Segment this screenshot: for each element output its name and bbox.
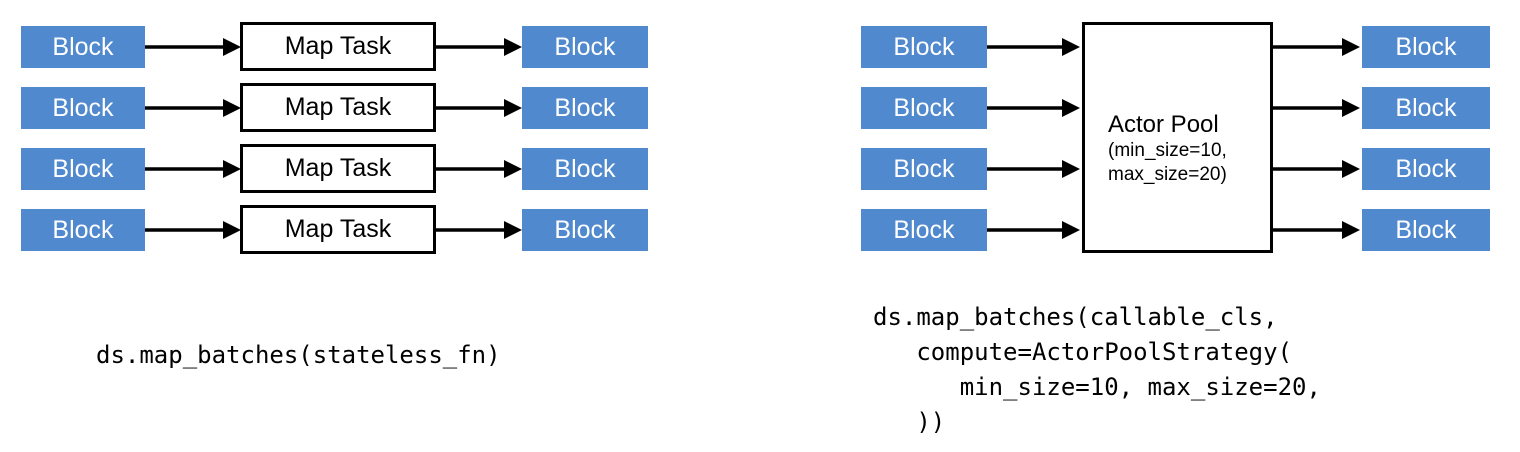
block-label: Block xyxy=(893,216,955,244)
arrow-left-in-2 xyxy=(145,99,241,117)
map-task-box-2: Map Task xyxy=(240,83,436,132)
left-input-block-1: Block xyxy=(21,26,145,68)
right-output-block-2: Block xyxy=(1362,87,1490,129)
map-task-box-4: Map Task xyxy=(240,205,436,254)
arrow-left-out-1 xyxy=(436,38,522,56)
actor-pool-box: Actor Pool (min_size=10, max_size=20) xyxy=(1082,22,1273,253)
arrow-right-in-1 xyxy=(987,38,1080,56)
block-label: Block xyxy=(1395,155,1457,183)
left-output-block-2: Block xyxy=(522,87,648,129)
arrow-left-out-4 xyxy=(436,221,522,239)
arrow-left-in-1 xyxy=(145,38,241,56)
right-output-block-1: Block xyxy=(1362,26,1490,68)
block-label: Block xyxy=(1395,94,1457,122)
arrow-right-out-1 xyxy=(1273,38,1360,56)
arrow-right-in-4 xyxy=(987,221,1080,239)
right-output-block-4: Block xyxy=(1362,209,1490,251)
right-input-block-2: Block xyxy=(861,87,987,129)
arrow-left-out-2 xyxy=(436,99,522,117)
map-task-box-1: Map Task xyxy=(240,22,436,71)
map-task-label: Map Task xyxy=(284,215,392,243)
map-task-box-3: Map Task xyxy=(240,144,436,193)
actor-pool-title: Actor Pool xyxy=(1108,111,1219,138)
arrow-right-in-3 xyxy=(987,160,1080,178)
block-label: Block xyxy=(893,33,955,61)
arrow-right-out-4 xyxy=(1273,221,1360,239)
arrow-left-in-3 xyxy=(145,160,241,178)
block-label: Block xyxy=(554,155,616,183)
right-output-block-3: Block xyxy=(1362,148,1490,190)
block-label: Block xyxy=(554,94,616,122)
arrow-right-in-2 xyxy=(987,99,1080,117)
block-label: Block xyxy=(554,33,616,61)
right-input-block-3: Block xyxy=(861,148,987,190)
arrow-left-in-4 xyxy=(145,221,241,239)
block-label: Block xyxy=(893,155,955,183)
block-label: Block xyxy=(893,94,955,122)
map-task-label: Map Task xyxy=(284,93,392,121)
block-label: Block xyxy=(1395,216,1457,244)
block-label: Block xyxy=(1395,33,1457,61)
arrow-right-out-2 xyxy=(1273,99,1360,117)
arrow-left-out-3 xyxy=(436,160,522,178)
block-label: Block xyxy=(52,216,114,244)
actor-pool-text-group: Actor Pool (min_size=10, max_size=20) xyxy=(1108,111,1227,187)
block-label: Block xyxy=(554,216,616,244)
left-input-block-2: Block xyxy=(21,87,145,129)
block-label: Block xyxy=(52,94,114,122)
left-caption-code: ds.map_batches(stateless_fn) xyxy=(96,341,501,369)
map-task-label: Map Task xyxy=(284,154,392,182)
left-input-block-4: Block xyxy=(21,209,145,251)
block-label: Block xyxy=(52,155,114,183)
arrow-right-out-3 xyxy=(1273,160,1360,178)
left-output-block-4: Block xyxy=(522,209,648,251)
right-input-block-4: Block xyxy=(861,209,987,251)
actor-pool-min-size: (min_size=10, xyxy=(1108,140,1227,161)
right-input-block-1: Block xyxy=(861,26,987,68)
right-caption-code: ds.map_batches(callable_cls, compute=Act… xyxy=(873,303,1321,436)
block-label: Block xyxy=(52,33,114,61)
actor-pool-max-size: max_size=20) xyxy=(1108,164,1227,185)
left-output-block-3: Block xyxy=(522,148,648,190)
left-input-block-3: Block xyxy=(21,148,145,190)
map-task-label: Map Task xyxy=(284,32,392,60)
left-output-block-1: Block xyxy=(522,26,648,68)
